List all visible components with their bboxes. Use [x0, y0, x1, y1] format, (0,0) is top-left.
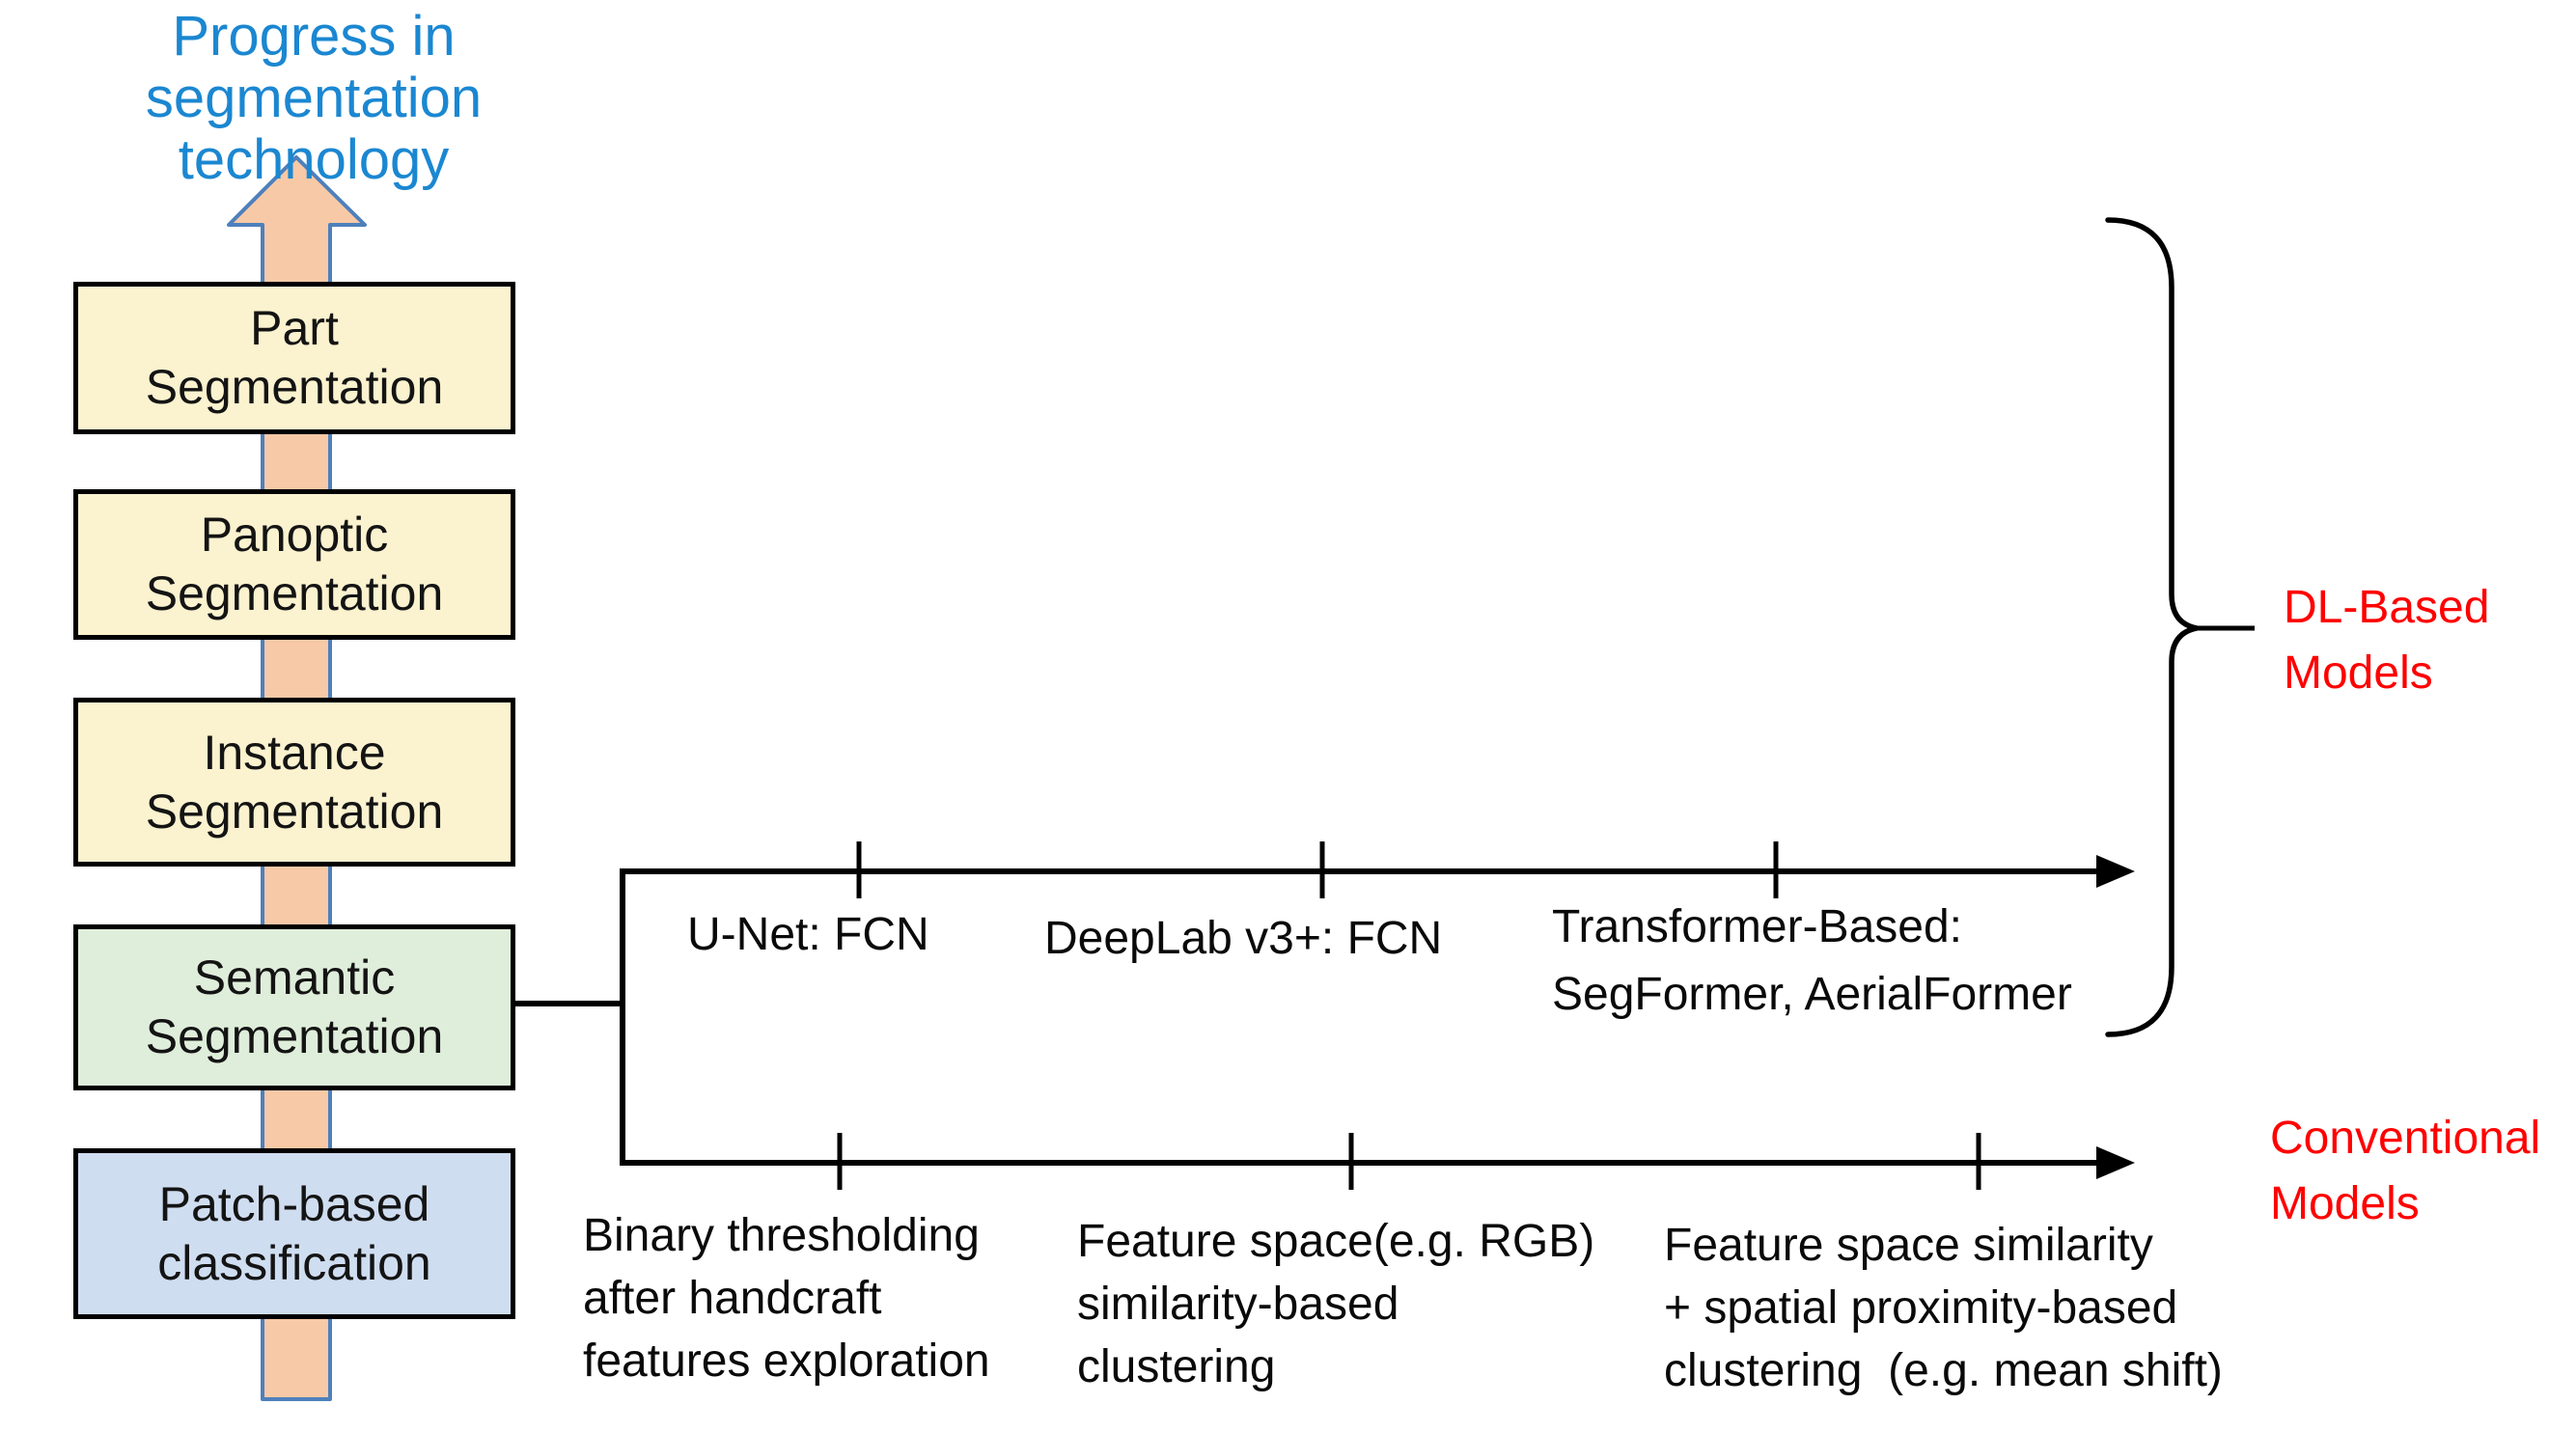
dl-group-curly-brace-icon [2105, 217, 2198, 1037]
milestone-label-line: after handcraft [583, 1273, 882, 1324]
diagram-title: Progress in segmentation technology [0, 6, 627, 191]
diagram-title-line1: Progress in segmentation [145, 5, 483, 129]
milestone-label-line: U-Net: FCN [687, 909, 929, 960]
ladder-box-part-segmentation: Part Segmentation [73, 282, 515, 434]
box-label-line: Panoptic [200, 508, 389, 562]
category-label-line: DL-Based [2284, 582, 2490, 633]
ladder-box-patch-based-classification: Patch-based classification [73, 1148, 515, 1319]
dl-timeline-arrowhead-icon [2096, 855, 2135, 888]
milestone-label-line: clustering (e.g. mean shift) [1664, 1345, 2223, 1396]
category-label-line: Models [2270, 1178, 2420, 1229]
box-label-line: Segmentation [145, 1009, 444, 1063]
conventional-milestone-binary-thresholding: Binary thresholding after handcraft feat… [583, 1204, 990, 1392]
box-label-line: Instance [203, 725, 386, 780]
box-label-line: Semantic [193, 950, 396, 1005]
category-label-line: Models [2284, 647, 2433, 699]
milestone-label-line: Transformer-Based: [1552, 901, 1963, 952]
box-label-line: Segmentation [145, 566, 444, 620]
dl-milestone-transformer-based: Transformer-Based: SegFormer, AerialForm… [1552, 894, 2072, 1029]
dl-milestone-unet: U-Net: FCN [687, 903, 929, 966]
dl-milestone-deeplab: DeepLab v3+: FCN [1044, 907, 1442, 970]
milestone-label-line: features exploration [583, 1336, 990, 1387]
milestone-label-line: Binary thresholding [583, 1210, 980, 1261]
ladder-box-instance-segmentation: Instance Segmentation [73, 698, 515, 867]
ladder-box-panoptic-segmentation: Panoptic Segmentation [73, 489, 515, 640]
conventional-milestone-mean-shift-clustering: Feature space similarity + spatial proxi… [1664, 1214, 2223, 1402]
milestone-label-line: DeepLab v3+: FCN [1044, 913, 1443, 964]
ladder-box-semantic-segmentation: Semantic Segmentation [73, 924, 515, 1090]
box-label-line: classification [157, 1235, 431, 1290]
box-label-line: Segmentation [145, 360, 444, 414]
milestone-label-line: similarity-based [1077, 1279, 1399, 1330]
milestone-label-line: SegFormer, AerialFormer [1552, 969, 2072, 1020]
diagram-title-line2: technology [178, 128, 450, 191]
category-label-line: Conventional [2270, 1113, 2541, 1164]
dl-based-models-label: DL-Based Models [2284, 575, 2489, 706]
box-label-line: Part [250, 301, 339, 355]
box-label-line: Segmentation [145, 784, 444, 839]
conventional-milestone-feature-space-clustering: Feature space(e.g. RGB) similarity-based… [1077, 1210, 1594, 1398]
milestone-label-line: Feature space(e.g. RGB) [1077, 1216, 1595, 1267]
conventional-models-label: Conventional Models [2270, 1106, 2540, 1237]
milestone-label-line: + spatial proximity-based [1664, 1282, 2178, 1334]
milestone-label-line: clustering [1077, 1341, 1276, 1392]
milestone-label-line: Feature space similarity [1664, 1220, 2153, 1271]
conventional-timeline-arrowhead-icon [2096, 1146, 2135, 1179]
box-label-line: Patch-based [158, 1176, 430, 1231]
